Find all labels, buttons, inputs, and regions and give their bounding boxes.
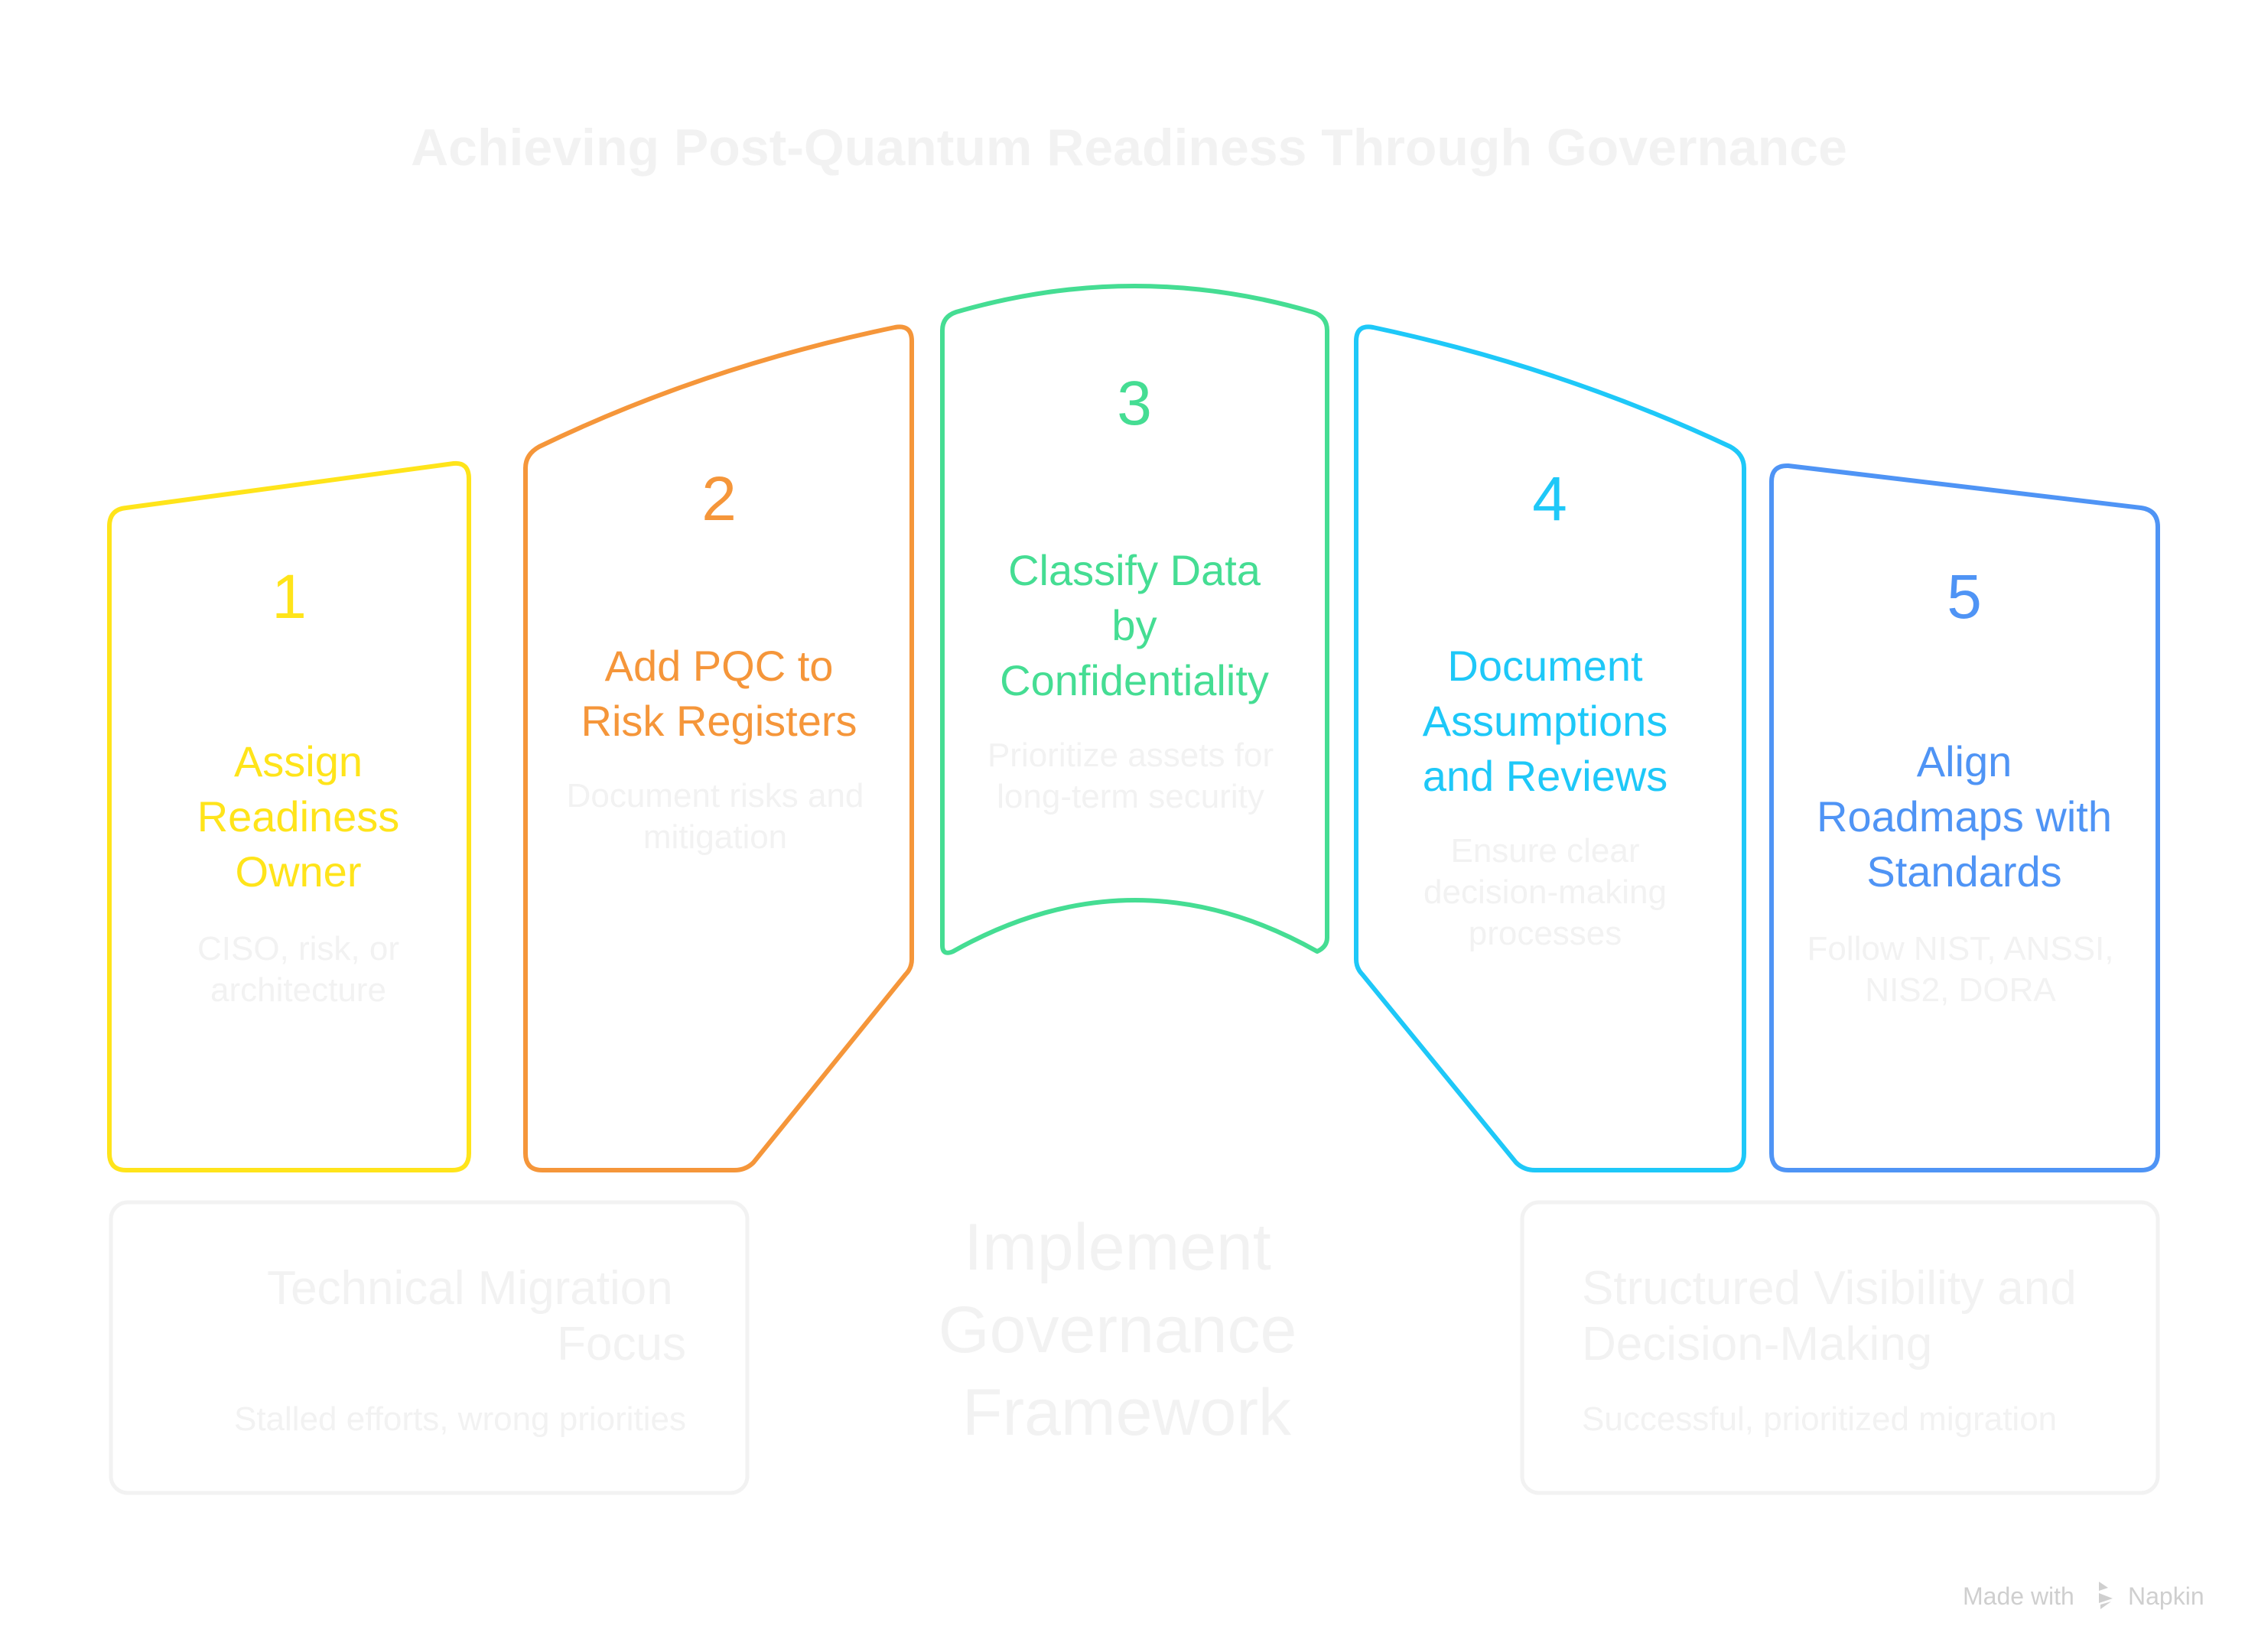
right-outcome-box: Structured Visibility and Decision-Makin… [1520,1200,2160,1495]
diagram-title: Achieving Post-Quantum Readiness Through… [411,119,1847,177]
made-with-label: Made with [1963,1582,2074,1610]
left-outcome-heading: Technical Migration Focus [267,1262,686,1371]
step-card-2-outline [523,324,914,1172]
step-card-5-outline [1769,463,2160,1172]
left-outcome-description: Stalled efforts, wrong priorities [234,1400,686,1438]
step-card-4-outline [1354,324,1746,1172]
step-number-5: 5 [1947,562,1982,632]
napkin-logo-icon [2099,1582,2113,1609]
step-description-text-5: Follow NIST, ANSSI,NIS2, DORA [1807,930,2113,1009]
step-description-5: Follow NIST, ANSSI,NIS2, DORA [1807,930,2113,1009]
step-number-1: 1 [272,562,307,632]
center-label: Implement Governance Framework [939,1211,1315,1449]
step-number-2: 2 [701,464,737,534]
right-outcome-description: Successful, prioritized migration [1582,1400,2057,1438]
right-outcome-outline [1520,1200,2160,1495]
step-card-1-outline [107,460,471,1172]
left-outcome-box: Technical Migration Focus Stalled effort… [109,1200,750,1495]
right-outcome-heading: Structured Visibility and Decision-Makin… [1582,1262,2090,1371]
step-number-3: 3 [1117,369,1152,438]
left-outcome-outline [109,1200,750,1495]
napkin-watermark[interactable]: Made with Napkin [1963,1582,2204,1610]
step-number-4: 4 [1532,464,1567,534]
step-card-3-outline [940,284,1329,955]
napkin-brand-label: Napkin [2128,1582,2204,1610]
